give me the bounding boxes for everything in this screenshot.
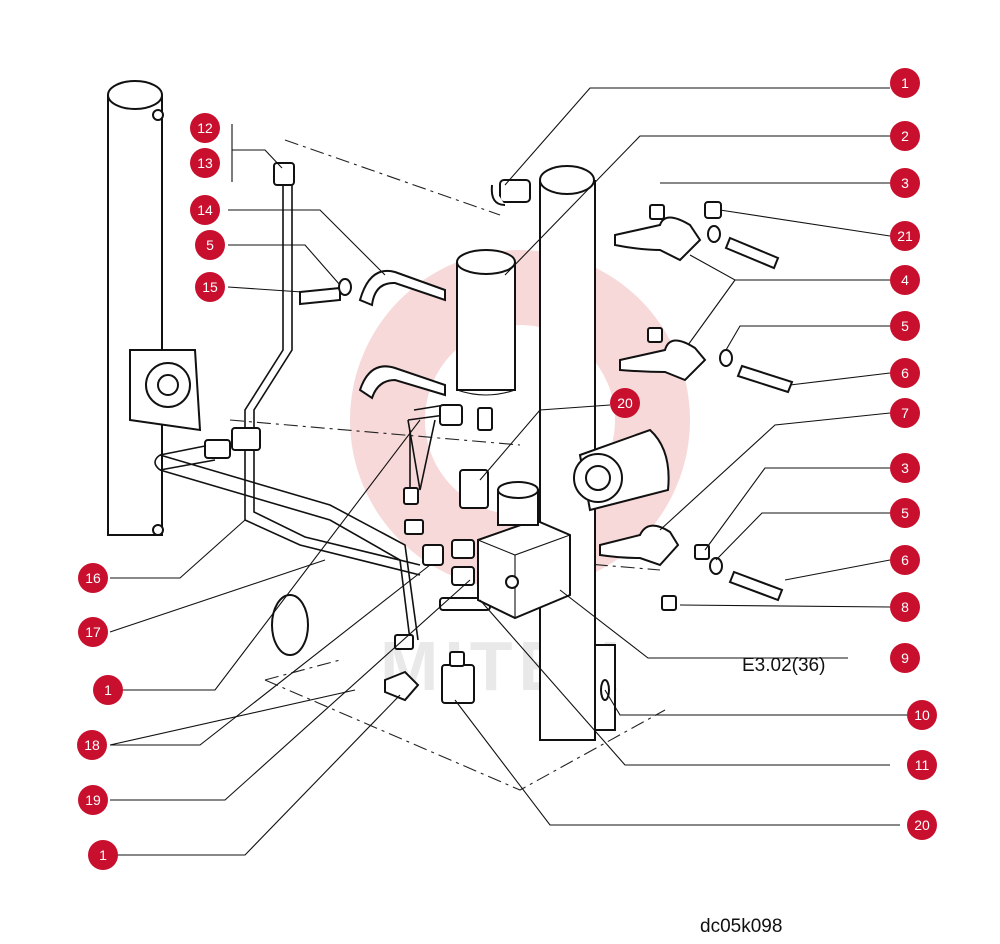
callout-13: 13 [190,148,220,178]
callout-1: 1 [93,675,123,705]
callout-15: 15 [195,272,225,302]
svg-text:11: 11 [915,757,930,773]
callout-3: 3 [890,168,920,198]
svg-text:6: 6 [901,365,909,381]
upper-right-clamp [614,201,780,270]
svg-text:4: 4 [901,272,909,288]
reference-code-label: E3.02(36) [742,655,825,676]
svg-text:12: 12 [197,120,213,136]
callout-2: 2 [890,121,920,151]
svg-text:5: 5 [901,318,909,334]
callout-8: 8 [890,592,920,622]
svg-text:6: 6 [901,552,909,568]
callout-6: 6 [890,545,920,575]
svg-text:17: 17 [85,624,101,640]
accumulator-clamps [358,269,446,400]
svg-text:5: 5 [206,237,214,253]
valve-block [477,481,571,620]
svg-text:21: 21 [897,228,913,244]
callout-3: 3 [890,453,920,483]
fittings [204,162,531,702]
svg-text:1: 1 [104,682,112,698]
callout-5: 5 [890,311,920,341]
leader-lines [109,87,910,856]
svg-text:9: 9 [901,650,909,666]
svg-text:1: 1 [99,847,107,863]
svg-text:7: 7 [901,405,909,421]
callout-5: 5 [890,498,920,528]
svg-text:10: 10 [914,707,930,723]
callout-9: 9 [890,643,920,673]
callout-17: 17 [78,617,108,647]
callout-10: 10 [907,700,937,730]
svg-text:3: 3 [901,460,909,476]
svg-text:20: 20 [617,395,633,411]
callout-11: 11 [907,750,937,780]
cross-tube [573,428,670,512]
callout-5: 5 [195,230,225,260]
svg-text:1: 1 [901,75,909,91]
middle-right-clamp [619,327,794,394]
svg-text:19: 19 [85,792,101,808]
callout-1: 1 [890,68,920,98]
drawing-id-label: dc05k098 [700,916,782,937]
svg-text:16: 16 [85,570,101,586]
callout-18: 18 [77,730,107,760]
callout-4: 4 [890,265,920,295]
accumulator [456,249,516,396]
callout-1: 1 [88,840,118,870]
svg-text:5: 5 [901,505,909,521]
callout-21: 21 [890,221,920,251]
svg-text:14: 14 [197,202,213,218]
callout-14: 14 [190,195,220,225]
callout-19: 19 [78,785,108,815]
callout-markers: 1 2 3 21 4 5 6 7 3 5 6 8 9 10 11 20 12 1… [77,68,937,870]
left-hardware [299,278,352,306]
callout-7: 7 [890,398,920,428]
svg-text:20: 20 [914,817,930,833]
callout-20: 20 [610,388,640,418]
callout-6: 6 [890,358,920,388]
svg-text:3: 3 [901,175,909,191]
lower-right-clamp [599,524,784,611]
svg-text:18: 18 [84,737,100,753]
callout-16: 16 [78,563,108,593]
callout-20: 20 [907,810,937,840]
svg-text:2: 2 [901,128,909,144]
svg-text:13: 13 [197,155,213,171]
svg-text:15: 15 [202,279,218,295]
callout-12: 12 [190,113,220,143]
left-cylinder [107,80,202,536]
svg-text:8: 8 [901,599,909,615]
pivot-plate [271,594,309,656]
